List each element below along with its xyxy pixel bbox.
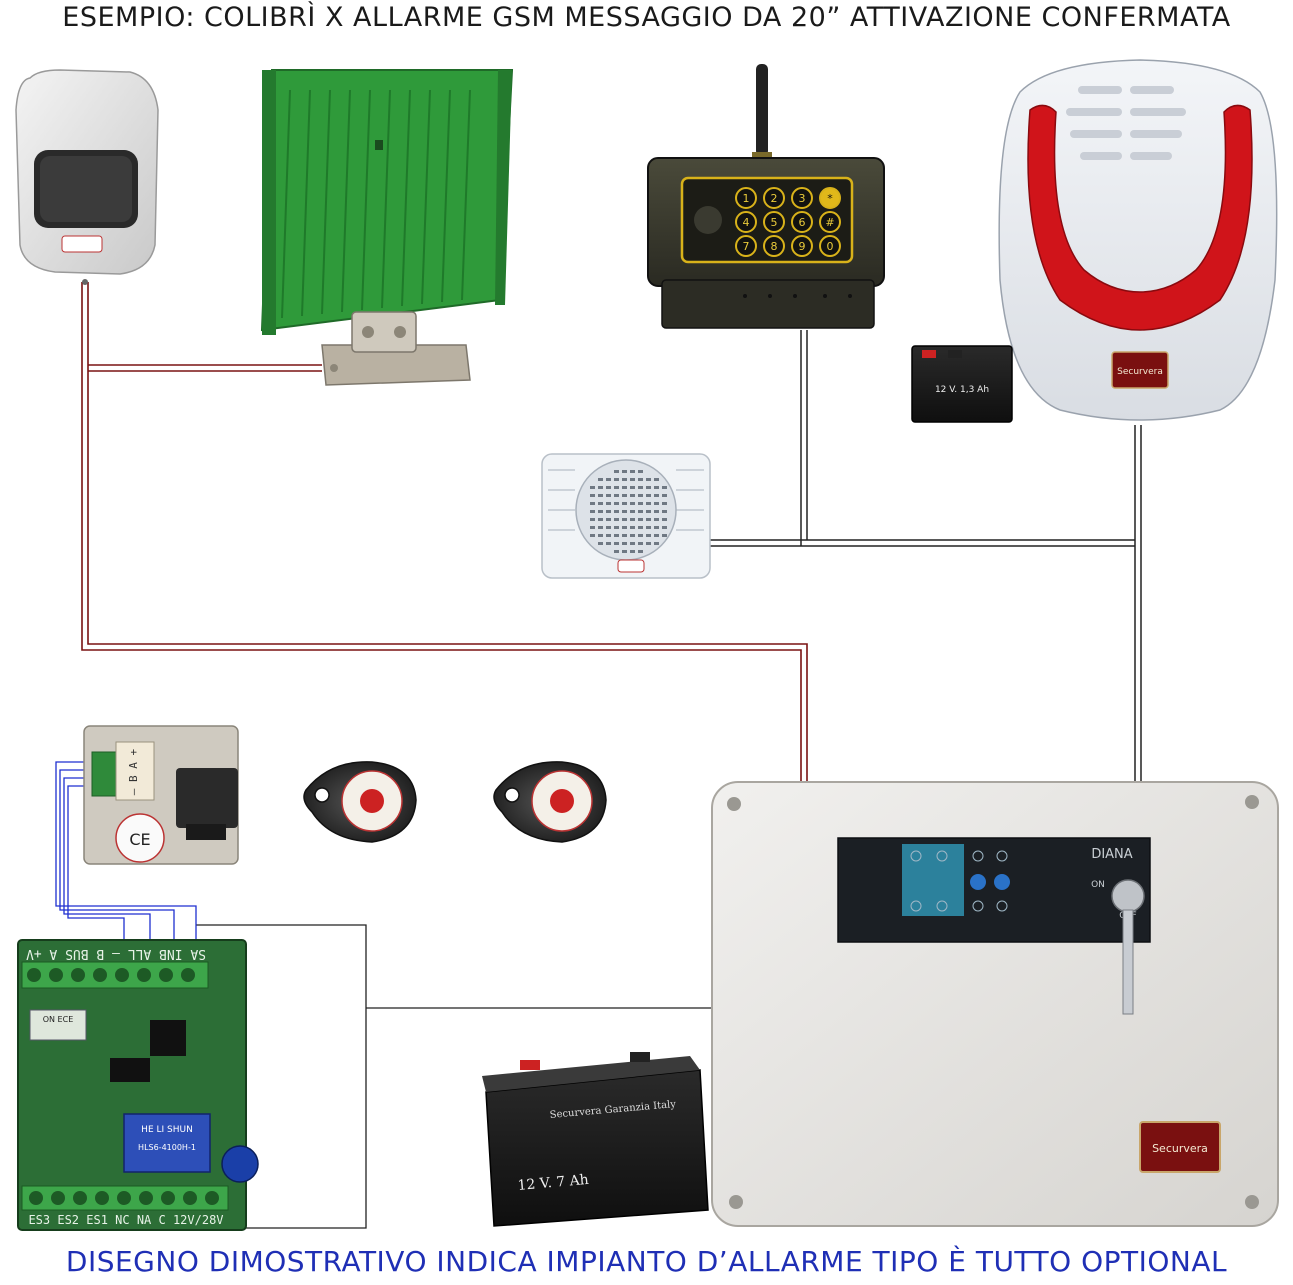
- gsm-keypad-dialer-icon: 1 2 3 * 4 5 6 #7 8 9 0: [647, 64, 885, 329]
- dip-labels: ON ECE: [43, 1015, 74, 1024]
- rfid-tag-icon: [303, 761, 417, 843]
- siren-badge: Securvera: [1117, 367, 1163, 377]
- keypad-key-label: 1: [743, 192, 750, 205]
- rfid-tag-icon: [493, 761, 607, 843]
- keypad-key-label: #: [825, 216, 834, 229]
- keypad-key-label: 5: [771, 216, 778, 229]
- keypad-key[interactable]: [763, 187, 785, 209]
- keypad-key-label: 2: [771, 192, 778, 205]
- pir-motion-sensor-icon: [15, 69, 159, 285]
- page-caption: DISEGNO DIMOSTRATIVO INDICA IMPIANTO D’A…: [65, 1245, 1228, 1278]
- keypad-key[interactable]: [735, 235, 757, 257]
- keypad-key-label: 4: [743, 216, 750, 229]
- keypad-key-label: *: [827, 192, 833, 205]
- wires: [55, 282, 1142, 1229]
- garage-door-icon: [260, 69, 514, 335]
- relay-board-icon: SA INB ALL – B BUS A +V ON ECE HE LI SHU…: [17, 939, 259, 1231]
- indoor-speaker-icon: [541, 453, 711, 579]
- magnetic-contact-icon: [321, 311, 471, 386]
- rfid-reader-icon: – B A + CE: [83, 725, 239, 865]
- page-title: ESEMPIO: COLIBRÌ X ALLARME GSM MESSAGGIO…: [62, 2, 1231, 33]
- panel-on-label: ON: [1091, 880, 1105, 890]
- keypad-key[interactable]: [819, 235, 841, 257]
- keypad-key[interactable]: [735, 211, 757, 233]
- keypad-key[interactable]: [791, 235, 813, 257]
- wire-board-to-panel: [196, 924, 712, 1229]
- board-bottom-terminals: ES3 ES2 ES1 NC NA C 12V/28V: [28, 1213, 223, 1227]
- keypad-key[interactable]: [791, 211, 813, 233]
- keypad-key-label: 3: [799, 192, 806, 205]
- relay-model: HLS6-4100H-1: [138, 1143, 196, 1152]
- ce-mark: CE: [129, 830, 150, 849]
- panel-brand: DIANA: [1091, 847, 1132, 862]
- small-battery-icon: 12 V. 1,3 Ah: [911, 345, 1013, 423]
- alarm-control-panel-icon: DIANA ON OFF Securvera: [711, 781, 1279, 1227]
- wire-reader-to-board: [55, 761, 197, 940]
- keypad-key[interactable]: [763, 235, 785, 257]
- keypad-key[interactable]: [819, 211, 841, 233]
- keypad-key-label: 8: [771, 240, 778, 253]
- key-switch[interactable]: [1111, 879, 1145, 913]
- keypad-key-label: 7: [743, 240, 750, 253]
- keypad-key-label: 6: [799, 216, 806, 229]
- outdoor-siren-icon: Securvera: [998, 59, 1278, 421]
- battery-label: 12 V. 7 Ah: [517, 1172, 589, 1194]
- keypad-key-label: 9: [799, 240, 806, 253]
- keypad-key[interactable]: [735, 187, 757, 209]
- keypad-key-label: 0: [827, 240, 834, 253]
- relay-brand: HE LI SHUN: [141, 1125, 193, 1135]
- panel-badge: Securvera: [1152, 1142, 1208, 1155]
- keypad-key[interactable]: [819, 187, 841, 209]
- board-top-terminals: SA INB ALL – B BUS A +V: [26, 946, 206, 961]
- rfid-reader-pins: – B A +: [127, 748, 140, 795]
- wire-pir-to-panel: [81, 282, 808, 782]
- keypad-key[interactable]: [763, 211, 785, 233]
- battery-icon: Securvera Garanzia Italy 12 V. 7 Ah: [482, 1052, 709, 1227]
- keypad-key[interactable]: [791, 187, 813, 209]
- small-battery-label: 12 V. 1,3 Ah: [935, 385, 989, 395]
- wire-gsm-siren-to-panel: [710, 330, 1142, 782]
